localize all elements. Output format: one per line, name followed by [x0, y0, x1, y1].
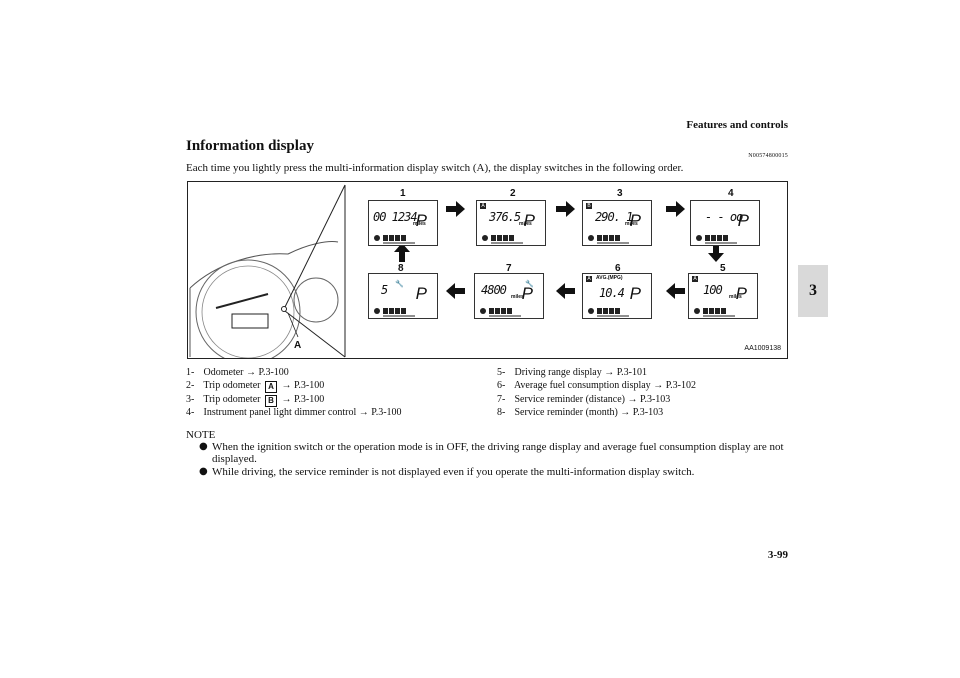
- page-reference[interactable]: P.3-100: [293, 394, 325, 405]
- display-number: 1: [400, 188, 406, 199]
- lcd-value: 290. 1: [595, 210, 633, 224]
- arrow-right-1: [446, 201, 465, 217]
- lcd-odometer: 00 1234 miles P: [368, 200, 438, 246]
- arrow-left-1: [666, 283, 685, 299]
- page-reference[interactable]: P.3-102: [665, 379, 696, 391]
- switch-label: A: [294, 340, 302, 351]
- display-number: 5: [720, 263, 726, 274]
- fuel-gauge-icon: [696, 235, 737, 244]
- avg-label: AVG.(MPG): [596, 275, 623, 281]
- note-text: When the ignition switch or the operatio…: [212, 441, 784, 465]
- note-text: While driving, the service reminder is n…: [212, 466, 695, 478]
- chapter-tab: 3: [798, 265, 828, 317]
- list-item: 7- Service reminder (distance) → P.3-103: [497, 394, 671, 405]
- trip-a-box: A: [264, 380, 277, 393]
- fuel-gauge-icon: [480, 308, 521, 317]
- lcd-value: 100: [703, 283, 723, 297]
- page-number: 3-99: [767, 549, 788, 561]
- display-number: 3: [617, 188, 623, 199]
- list-item: 8- Service reminder (month) → P.3-103: [497, 406, 664, 418]
- lcd-unit: miles: [413, 221, 426, 227]
- lcd-value: - - oo: [705, 210, 743, 224]
- list-item: 6- Average fuel consumption display → P.…: [497, 379, 696, 391]
- park-indicator: P: [415, 284, 427, 303]
- list-item: 2- Trip odometer A → P.3-100: [186, 379, 325, 393]
- page-reference[interactable]: P.3-103: [640, 394, 671, 405]
- note-item: ● When the ignition switch or the operat…: [186, 441, 789, 465]
- arrow-right-2: [556, 201, 575, 217]
- reference-list-right: 5- Driving range display → P.3-101 6- Av…: [497, 367, 696, 419]
- note-item: ● While driving, the service reminder is…: [186, 466, 789, 478]
- park-indicator: P: [523, 211, 535, 230]
- information-display-figure: 1 2 3 4 5 6 7 8 00 1234 miles P A 376.5 …: [187, 181, 788, 359]
- trip-tag: B: [586, 203, 592, 209]
- arrow-left-3: [446, 283, 465, 299]
- lcd-trip-a: A 376.5 miles P: [476, 200, 546, 246]
- park-indicator: P: [735, 284, 747, 303]
- arrow-right-3: [666, 201, 685, 217]
- park-indicator: P: [521, 284, 533, 303]
- lcd-service-distance: 🔧 4800 miles P: [474, 273, 544, 319]
- lcd-trip-b: B 290. 1 miles P: [582, 200, 652, 246]
- lcd-dimmer: - - oo P: [690, 200, 760, 246]
- lcd-unit: miles: [511, 294, 524, 300]
- note-label: NOTE: [186, 429, 216, 441]
- lcd-value: 4800: [481, 283, 507, 297]
- list-item: 5- Driving range display → P.3-101: [497, 367, 647, 378]
- lcd-unit: miles: [519, 221, 532, 227]
- page-reference[interactable]: P.3-103: [632, 406, 664, 418]
- lcd-driving-range: A 100 miles P: [688, 273, 758, 319]
- park-indicator: P: [415, 211, 427, 230]
- section-code: N00574800015: [748, 153, 788, 159]
- figure-id: AA1009138: [744, 345, 781, 352]
- list-item: 3- Trip odometer B → P.3-100: [186, 394, 325, 407]
- lcd-unit: miles: [729, 294, 742, 300]
- section-title: Information display: [186, 138, 314, 154]
- display-number: 2: [510, 188, 516, 199]
- trip-b-box: B: [264, 395, 277, 407]
- display-number: 7: [506, 263, 512, 274]
- fuel-gauge-icon: [374, 308, 415, 317]
- wrench-icon: 🔧: [525, 280, 534, 288]
- running-header: Features and controls: [686, 119, 788, 131]
- lcd-avg-fuel: A AVG.(MPG) 10.4 P: [582, 273, 652, 319]
- lcd-value: 5: [381, 283, 388, 297]
- lcd-unit: miles: [625, 221, 638, 227]
- arrow-up: [394, 243, 410, 262]
- fuel-gauge-icon: [588, 308, 629, 317]
- page-reference[interactable]: P.3-101: [616, 367, 647, 378]
- list-item: 4- Instrument panel light dimmer control…: [186, 406, 402, 418]
- display-number: 4: [728, 188, 734, 199]
- trip-tag: A: [692, 276, 698, 282]
- page-reference[interactable]: P.3-100: [258, 367, 289, 378]
- park-indicator: P: [629, 284, 641, 303]
- intro-text: Each time you lightly press the multi-in…: [186, 162, 684, 174]
- fuel-gauge-icon: [694, 308, 735, 317]
- cluster-drawing: [189, 184, 724, 358]
- wrench-icon: 🔧: [395, 280, 404, 288]
- lcd-value: 00 1234: [373, 210, 418, 224]
- fuel-gauge-icon: [482, 235, 523, 244]
- lcd-value: 10.4: [599, 286, 625, 300]
- trip-tag: A: [480, 203, 486, 209]
- arrow-left-2: [556, 283, 575, 299]
- trip-tag: A: [586, 276, 592, 282]
- park-indicator: P: [737, 211, 749, 230]
- display-number: 8: [398, 263, 404, 274]
- bullet-icon: ●: [199, 466, 208, 477]
- fuel-gauge-icon: [588, 235, 629, 244]
- page-reference[interactable]: P.3-100: [293, 379, 325, 391]
- list-item: 1- Odometer → P.3-100: [186, 367, 289, 378]
- lcd-service-month: 🔧 5 P: [368, 273, 438, 319]
- lcd-value: 376.5: [489, 210, 521, 224]
- display-number: 6: [615, 263, 621, 274]
- park-indicator: P: [629, 211, 641, 230]
- arrow-down: [708, 243, 724, 262]
- page-reference[interactable]: P.3-100: [371, 406, 402, 418]
- fuel-gauge-icon: [374, 235, 415, 244]
- reference-list-left: 1- Odometer → P.3-100 2- Trip odometer A…: [186, 367, 402, 419]
- bullet-icon: ●: [199, 441, 208, 452]
